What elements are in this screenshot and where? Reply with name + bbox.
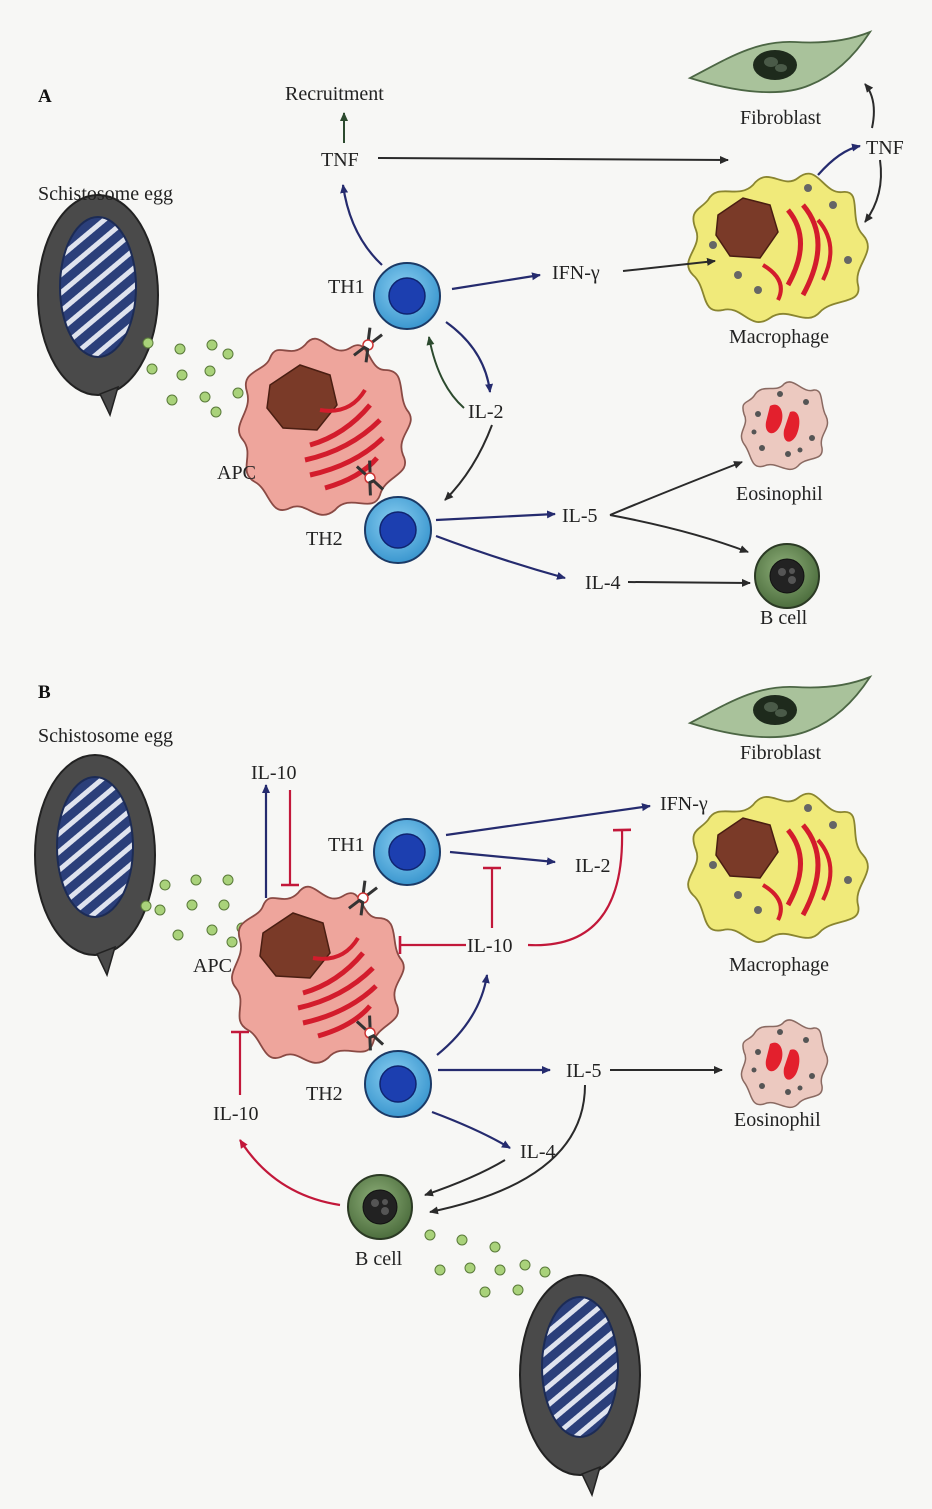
eosinophil-a [740, 381, 829, 471]
b-cell-b [347, 1174, 413, 1240]
il10-left-label-b: IL-10 [213, 1103, 259, 1125]
il5-label-b: IL-5 [566, 1060, 602, 1082]
apc-cell-b [232, 887, 404, 1063]
th1-cell-a [373, 262, 441, 330]
apc-label-a: APC [217, 462, 256, 484]
th1-cell-b [373, 818, 441, 886]
antigen-dots-b2 [424, 1229, 551, 1298]
il4-label-a: IL-4 [585, 572, 621, 594]
panel-b: B [34, 676, 871, 1496]
inhibition-arrows-b [231, 790, 632, 1207]
activation-arrows-b [262, 784, 723, 1215]
panel-a-label: A [38, 86, 52, 107]
recruitment-label: Recruitment [285, 83, 384, 105]
panel-a: A [37, 31, 904, 629]
ifn-gamma-label-a: IFN-γ [552, 262, 600, 284]
eosinophil-label-a: Eosinophil [736, 483, 823, 505]
il2-label-b: IL-2 [575, 855, 611, 877]
th1-label-a: TH1 [328, 276, 365, 298]
macrophage-b [688, 794, 868, 942]
il10-mid-label-b: IL-10 [467, 935, 513, 957]
th1-label-b: TH1 [328, 834, 365, 856]
schistosome-egg-label-a: Schistosome egg [38, 183, 173, 205]
schistosome-egg-label-b: Schistosome egg [38, 725, 173, 747]
ifn-gamma-label-b: IFN-γ [660, 793, 708, 815]
eosinophil-b [740, 1019, 829, 1109]
fibroblast-label-b: Fibroblast [740, 742, 822, 764]
tnf-right-label-a: TNF [866, 137, 904, 159]
arrows-a [340, 83, 882, 587]
il10-top-label-b: IL-10 [251, 762, 297, 784]
tnf-label-a: TNF [321, 149, 359, 171]
macrophage-label-a: Macrophage [729, 326, 829, 348]
th2-cell-b [364, 1050, 432, 1118]
eosinophil-label-b: Eosinophil [734, 1109, 821, 1131]
macrophage-label-b: Macrophage [729, 954, 829, 976]
panel-b-label: B [38, 682, 51, 703]
antigen-dots-a [142, 337, 254, 431]
fibroblast-label-a: Fibroblast [740, 107, 822, 129]
il2-label-a: IL-2 [468, 401, 504, 423]
fibroblast-a [689, 31, 871, 94]
apc-cell-a [239, 339, 411, 515]
apc-label-b: APC [193, 955, 232, 977]
il5-label-a: IL-5 [562, 505, 598, 527]
th2-label-b: TH2 [306, 1083, 343, 1105]
il4-label-b: IL-4 [520, 1141, 556, 1163]
schistosome-egg-a [37, 194, 159, 416]
schistosome-egg-b2 [519, 1274, 641, 1496]
b-cell-label-b: B cell [355, 1248, 403, 1270]
schistosome-egg-b1 [34, 754, 156, 976]
b-cell-a [754, 543, 820, 609]
b-cell-label-a: B cell [760, 607, 808, 629]
th2-cell-a [364, 496, 432, 564]
th2-label-a: TH2 [306, 528, 343, 550]
fibroblast-b [689, 676, 871, 739]
macrophage-a [688, 174, 868, 322]
